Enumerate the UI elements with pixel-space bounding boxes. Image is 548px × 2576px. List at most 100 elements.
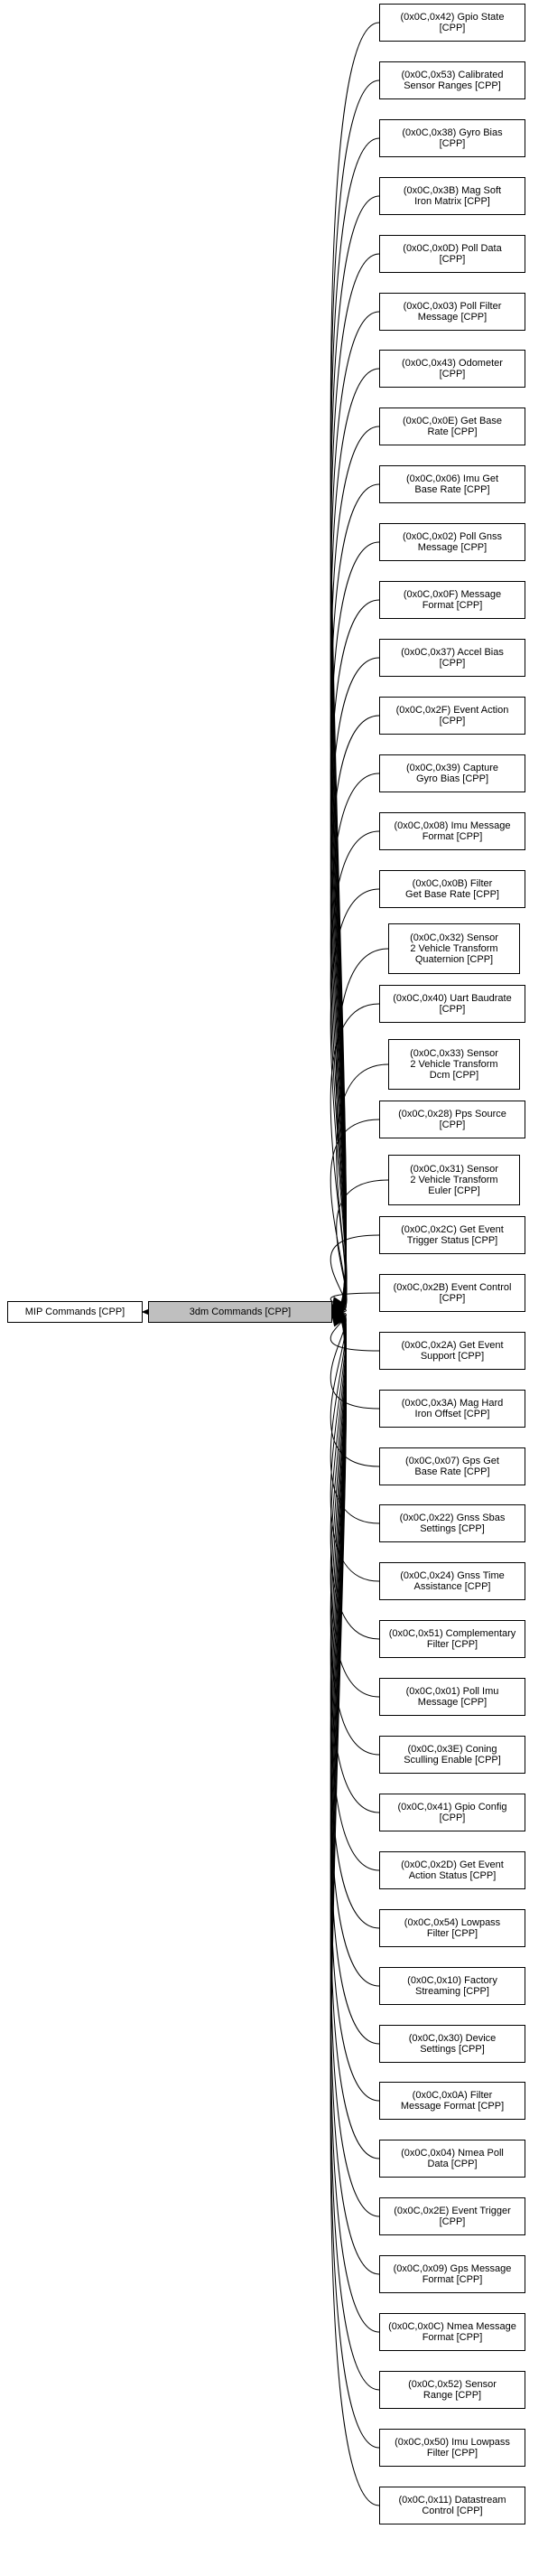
node-0x0c-0x43-odometer-cpp[interactable]: (0x0C,0x43) Odometer [CPP] [379, 350, 525, 388]
node-0x0c-0x2d-get-event-action-status-cpp[interactable]: (0x0C,0x2D) Get Event Action Status [CPP… [379, 1851, 525, 1889]
node-0x0c-0x2c-get-event-trigger-status-cpp[interactable]: (0x0C,0x2C) Get Event Trigger Status [CP… [379, 1216, 525, 1254]
node-label: (0x0C,0x28) Pps Source [CPP] [398, 1109, 506, 1130]
3dm-commands-cpp-label: 3dm Commands [CPP] [189, 1307, 292, 1317]
node-label: (0x0C,0x3A) Mag Hard Iron Offset [CPP] [401, 1398, 504, 1419]
node-label: (0x0C,0x2C) Get Event Trigger Status [CP… [401, 1224, 504, 1246]
node-label: (0x0C,0x2E) Event Trigger [CPP] [394, 2206, 511, 2227]
node-0x0c-0x0b-filter-get-base-rate-cpp[interactable]: (0x0C,0x0B) Filter Get Base Rate [CPP] [379, 870, 525, 908]
node-0x0c-0x28-pps-source-cpp[interactable]: (0x0C,0x28) Pps Source [CPP] [379, 1101, 525, 1138]
node-label: (0x0C,0x50) Imu Lowpass Filter [CPP] [395, 2437, 510, 2459]
node-label: (0x0C,0x32) Sensor 2 Vehicle Transform Q… [410, 932, 498, 965]
node-label: (0x0C,0x08) Imu Message Format [CPP] [394, 820, 511, 842]
node-0x0c-0x53-calibrated-sensor-ranges-cpp[interactable]: (0x0C,0x53) Calibrated Sensor Ranges [CP… [379, 61, 525, 99]
node-label: (0x0C,0x24) Gnss Time Assistance [CPP] [400, 1570, 505, 1592]
node-label: (0x0C,0x03) Poll Filter Message [CPP] [403, 301, 502, 323]
node-label: (0x0C,0x0D) Poll Data [CPP] [403, 243, 502, 265]
arrowhead-0x0c-0x11-datastream-control-cpp [331, 1314, 342, 1327]
node-0x0c-0x30-device-settings-cpp[interactable]: (0x0C,0x30) Device Settings [CPP] [379, 2025, 525, 2063]
node-0x0c-0x39-capture-gyro-bias-cpp[interactable]: (0x0C,0x39) Capture Gyro Bias [CPP] [379, 754, 525, 792]
node-0x0c-0x37-accel-bias-cpp[interactable]: (0x0C,0x37) Accel Bias [CPP] [379, 639, 525, 677]
node-0x0c-0x3a-mag-hard-iron-offset-cpp[interactable]: (0x0C,0x3A) Mag Hard Iron Offset [CPP] [379, 1390, 525, 1428]
node-label: (0x0C,0x02) Poll Gnss Message [CPP] [402, 531, 503, 553]
node-label: (0x0C,0x04) Nmea Poll Data [CPP] [401, 2148, 504, 2169]
node-label: (0x0C,0x51) Complementary Filter [CPP] [388, 1628, 516, 1650]
node-0x0c-0x51-complementary-filter-cpp[interactable]: (0x0C,0x51) Complementary Filter [CPP] [379, 1620, 525, 1658]
node-0x0c-0x40-uart-baudrate-cpp[interactable]: (0x0C,0x40) Uart Baudrate [CPP] [379, 985, 525, 1023]
node-0x0c-0x33-sensor-2-vehicle-transform-dcm-cpp[interactable]: (0x0C,0x33) Sensor 2 Vehicle Transform D… [388, 1039, 520, 1090]
edge-0x0c-0x2b-event-control-cpp [330, 1292, 380, 1313]
node-0x0c-0x54-lowpass-filter-cpp[interactable]: (0x0C,0x54) Lowpass Filter [CPP] [379, 1909, 525, 1947]
node-0x0c-0x41-gpio-config-cpp[interactable]: (0x0C,0x41) Gpio Config [CPP] [379, 1794, 525, 1831]
node-0x0c-0x0e-get-base-rate-cpp[interactable]: (0x0C,0x0E) Get Base Rate [CPP] [379, 407, 525, 445]
node-0x0c-0x0c-nmea-message-format-cpp[interactable]: (0x0C,0x0C) Nmea Message Format [CPP] [379, 2313, 525, 2351]
node-0x0c-0x08-imu-message-format-cpp[interactable]: (0x0C,0x08) Imu Message Format [CPP] [379, 812, 525, 850]
node-0x0c-0x09-gps-message-format-cpp[interactable]: (0x0C,0x09) Gps Message Format [CPP] [379, 2255, 525, 2293]
node-label: (0x0C,0x54) Lowpass Filter [CPP] [404, 1917, 501, 1939]
node-0x0c-0x38-gyro-bias-cpp[interactable]: (0x0C,0x38) Gyro Bias [CPP] [379, 119, 525, 157]
node-0x0c-0x03-poll-filter-message-cpp[interactable]: (0x0C,0x03) Poll Filter Message [CPP] [379, 293, 525, 331]
node-0x0c-0x50-imu-lowpass-filter-cpp[interactable]: (0x0C,0x50) Imu Lowpass Filter [CPP] [379, 2429, 525, 2467]
node-label: (0x0C,0x0A) Filter Message Format [CPP] [400, 2090, 505, 2112]
node-0x0c-0x0d-poll-data-cpp[interactable]: (0x0C,0x0D) Poll Data [CPP] [379, 235, 525, 273]
node-label: (0x0C,0x01) Poll Imu Message [CPP] [405, 1686, 499, 1708]
node-label: (0x0C,0x07) Gps Get Base Rate [CPP] [405, 1456, 499, 1477]
node-0x0c-0x2b-event-control-cpp[interactable]: (0x0C,0x2B) Event Control [CPP] [379, 1274, 525, 1312]
node-label: (0x0C,0x41) Gpio Config [CPP] [397, 1802, 507, 1823]
node-0x0c-0x42-gpio-state-cpp[interactable]: (0x0C,0x42) Gpio State [CPP] [379, 4, 525, 42]
node-label: (0x0C,0x30) Device Settings [CPP] [408, 2033, 497, 2055]
node-label: (0x0C,0x33) Sensor 2 Vehicle Transform D… [410, 1048, 498, 1081]
node-0x0c-0x01-poll-imu-message-cpp[interactable]: (0x0C,0x01) Poll Imu Message [CPP] [379, 1678, 525, 1716]
node-0x0c-0x52-sensor-range-cpp[interactable]: (0x0C,0x52) Sensor Range [CPP] [379, 2371, 525, 2409]
node-label: (0x0C,0x22) Gnss Sbas Settings [CPP] [399, 1513, 506, 1534]
node-0x0c-0x3b-mag-soft-iron-matrix-cpp[interactable]: (0x0C,0x3B) Mag Soft Iron Matrix [CPP] [379, 177, 525, 215]
node-0x0c-0x0f-message-format-cpp[interactable]: (0x0C,0x0F) Message Format [CPP] [379, 581, 525, 619]
node-label: (0x0C,0x0C) Nmea Message Format [CPP] [388, 2321, 516, 2343]
mip-commands-cpp-label: MIP Commands [CPP] [24, 1307, 125, 1317]
node-label: (0x0C,0x09) Gps Message Format [CPP] [393, 2263, 512, 2285]
node-0x0c-0x2e-event-trigger-cpp[interactable]: (0x0C,0x2E) Event Trigger [CPP] [379, 2197, 525, 2235]
edge-0x0c-0x2a-get-event-support-cpp [330, 1311, 380, 1352]
edge-0x0c-0x2c-get-event-trigger-status-cpp [330, 1234, 380, 1312]
node-0x0c-0x22-gnss-sbas-settings-cpp[interactable]: (0x0C,0x22) Gnss Sbas Settings [CPP] [379, 1504, 525, 1542]
node-label: (0x0C,0x10) Factory Streaming [CPP] [407, 1975, 497, 1997]
edge-0x0c-0x11-datastream-control-cpp [330, 1318, 380, 2506]
edge-layer [141, 22, 389, 2506]
node-label: (0x0C,0x06) Imu Get Base Rate [CPP] [405, 473, 499, 495]
node-label: (0x0C,0x52) Sensor Range [CPP] [408, 2379, 497, 2401]
node-0x0c-0x04-nmea-poll-data-cpp[interactable]: (0x0C,0x04) Nmea Poll Data [CPP] [379, 2140, 525, 2178]
node-label: (0x0C,0x0B) Filter Get Base Rate [CPP] [405, 878, 499, 900]
node-0x0c-0x06-imu-get-base-rate-cpp[interactable]: (0x0C,0x06) Imu Get Base Rate [CPP] [379, 465, 525, 503]
node-0x0c-0x31-sensor-2-vehicle-transform-euler-cpp[interactable]: (0x0C,0x31) Sensor 2 Vehicle Transform E… [388, 1155, 520, 1205]
node-label: (0x0C,0x53) Calibrated Sensor Ranges [CP… [401, 70, 504, 91]
node-label: (0x0C,0x0F) Message Format [CPP] [403, 589, 502, 611]
node-0x0c-0x2f-event-action-cpp[interactable]: (0x0C,0x2F) Event Action [CPP] [379, 697, 525, 735]
node-label: (0x0C,0x2B) Event Control [CPP] [393, 1282, 512, 1304]
node-0x0c-0x0a-filter-message-format-cpp[interactable]: (0x0C,0x0A) Filter Message Format [CPP] [379, 2082, 525, 2120]
edge-0x0c-0x3a-mag-hard-iron-offset-cpp [330, 1312, 380, 1410]
node-label: (0x0C,0x38) Gyro Bias [CPP] [402, 127, 503, 149]
node-0x0c-0x3e-coning-sculling-enable-cpp[interactable]: (0x0C,0x3E) Coning Sculling Enable [CPP] [379, 1736, 525, 1774]
node-label: (0x0C,0x3B) Mag Soft Iron Matrix [CPP] [403, 185, 502, 207]
node-0x0c-0x10-factory-streaming-cpp[interactable]: (0x0C,0x10) Factory Streaming [CPP] [379, 1967, 525, 2005]
node-0x0c-0x24-gnss-time-assistance-cpp[interactable]: (0x0C,0x24) Gnss Time Assistance [CPP] [379, 1562, 525, 1600]
mip-commands-cpp-node[interactable]: MIP Commands [CPP] [7, 1301, 143, 1323]
node-0x0c-0x07-gps-get-base-rate-cpp[interactable]: (0x0C,0x07) Gps Get Base Rate [CPP] [379, 1447, 525, 1485]
node-label: (0x0C,0x39) Capture Gyro Bias [CPP] [405, 763, 499, 784]
node-label: (0x0C,0x3E) Coning Sculling Enable [CPP] [404, 1744, 501, 1766]
node-0x0c-0x2a-get-event-support-cpp[interactable]: (0x0C,0x2A) Get Event Support [CPP] [379, 1332, 525, 1370]
node-label: (0x0C,0x0E) Get Base Rate [CPP] [402, 416, 503, 437]
node-label: (0x0C,0x37) Accel Bias [CPP] [401, 647, 504, 669]
node-0x0c-0x32-sensor-2-vehicle-transform-quaternion-cpp[interactable]: (0x0C,0x32) Sensor 2 Vehicle Transform Q… [388, 923, 520, 974]
node-label: (0x0C,0x31) Sensor 2 Vehicle Transform E… [410, 1164, 498, 1196]
node-label: (0x0C,0x2F) Event Action [CPP] [395, 705, 509, 726]
node-label: (0x0C,0x2A) Get Event Support [CPP] [401, 1340, 504, 1362]
node-0x0c-0x11-datastream-control-cpp[interactable]: (0x0C,0x11) Datastream Control [CPP] [379, 2487, 525, 2524]
node-0x0c-0x02-poll-gnss-message-cpp[interactable]: (0x0C,0x02) Poll Gnss Message [CPP] [379, 523, 525, 561]
3dm-commands-cpp-node[interactable]: 3dm Commands [CPP] [148, 1301, 332, 1323]
node-label: (0x0C,0x42) Gpio State [CPP] [400, 12, 505, 33]
edge-0x0c-0x28-pps-source-cpp [330, 1119, 380, 1312]
node-label: (0x0C,0x40) Uart Baudrate [CPP] [393, 993, 512, 1015]
node-label: (0x0C,0x43) Odometer [CPP] [402, 358, 503, 379]
